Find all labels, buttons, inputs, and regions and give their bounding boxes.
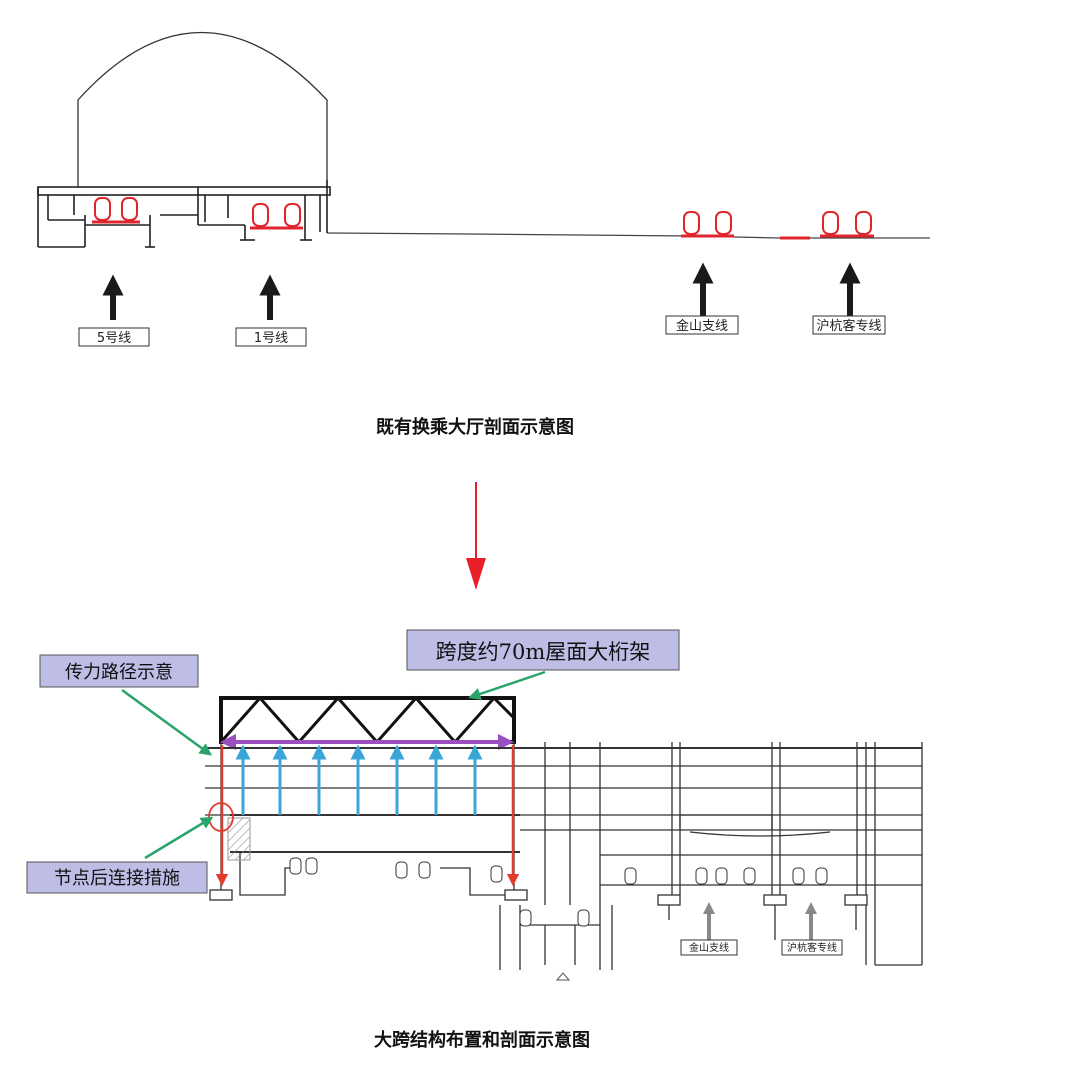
- caption-existing-hall: 既有换乘大厅剖面示意图: [376, 416, 574, 438]
- label-line5: 5号线: [97, 331, 131, 346]
- callout-truss-text: 跨度约70m屋面大桁架: [436, 640, 651, 664]
- top-trains-line5: [92, 197, 140, 224]
- label-jinshan-top: 金山支线: [676, 318, 728, 334]
- callout-load-path: 传力路径示意: [39, 654, 213, 756]
- hall-structure: [37, 180, 331, 248]
- bottom-line-labels: 金山支线 沪杭客专线: [680, 939, 843, 956]
- datum-mark: [555, 972, 571, 981]
- top-line-labels: 5号线 1号线 金山支线 沪杭客专线: [78, 315, 886, 347]
- long-span-section: 金山支线 沪杭客专线: [205, 695, 923, 981]
- caption-long-span: 大跨结构布置和剖面示意图: [374, 1029, 590, 1051]
- callout-load-path-text: 传力路径示意: [65, 662, 173, 683]
- foundations: [209, 889, 868, 940]
- label-huhang-top: 沪杭客专线: [816, 318, 881, 334]
- top-line-arrows: [102, 262, 861, 320]
- load-path-arrows-red: [215, 745, 520, 887]
- building-frame: [205, 742, 923, 970]
- label-jinshan-bottom: 金山支线: [689, 941, 729, 954]
- hall-dome: [77, 32, 328, 187]
- ground-line: [326, 232, 930, 239]
- transition-arrow: [466, 482, 486, 590]
- label-line1: 1号线: [254, 331, 288, 346]
- callout-node-measure: 节点后连接措施: [26, 816, 214, 894]
- label-huhang-bottom: 沪杭客专线: [787, 941, 837, 954]
- callout-truss: 跨度约70m屋面大桁架: [406, 629, 680, 700]
- node-hatch: [227, 817, 251, 861]
- callout-node-measure-text: 节点后连接措施: [54, 868, 180, 889]
- top-trains-huhang: [780, 211, 874, 240]
- top-trains-jinshan: [681, 211, 734, 238]
- top-trains-line1: [250, 203, 303, 230]
- roof-truss: [219, 695, 516, 745]
- bottom-trains: [289, 857, 828, 927]
- load-path-arrows-blue: [235, 744, 483, 815]
- bottom-line-arrows: [703, 902, 817, 940]
- existing-hall-section: 5号线 1号线 金山支线 沪杭客专线: [37, 32, 930, 347]
